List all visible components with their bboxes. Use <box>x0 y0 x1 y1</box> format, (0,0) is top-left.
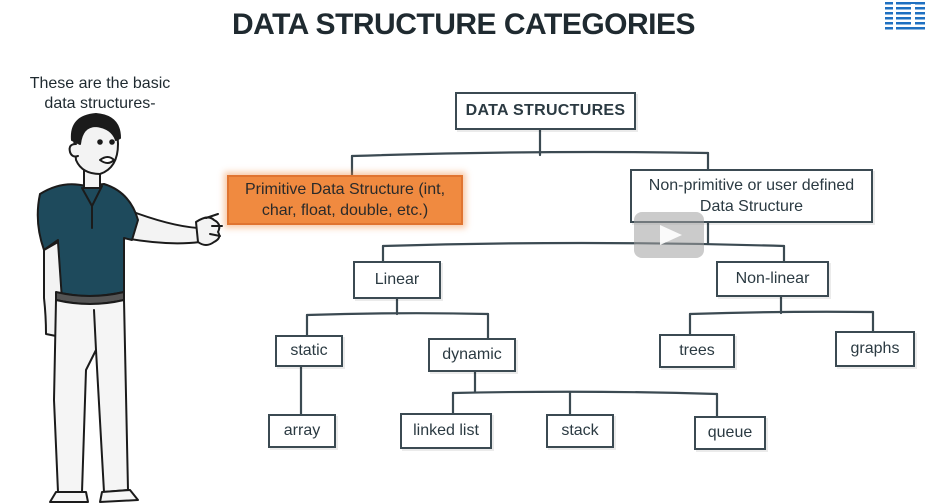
node-graphs: graphs <box>835 331 915 367</box>
connector-level3-bar <box>305 312 490 317</box>
presenter-illustration <box>36 113 223 503</box>
node-non-primitive: Non-primitive or user defined Data Struc… <box>630 169 873 223</box>
node-linked-list: linked list <box>400 413 492 449</box>
node-dynamic: dynamic <box>428 338 516 372</box>
page-title: DATA STRUCTURE CATEGORIES <box>231 8 696 41</box>
connector-level1-bar <box>350 150 710 158</box>
node-primitive: Primitive Data Structure (int, char, flo… <box>227 175 463 225</box>
node-data-structures: DATA STRUCTURES <box>455 92 636 130</box>
ibm-logo <box>885 0 925 34</box>
speech-text: These are the basic data structures- <box>29 75 171 112</box>
connector-level3b-bar <box>688 310 875 316</box>
node-static: static <box>275 335 343 367</box>
node-stack: stack <box>546 414 614 448</box>
node-linear: Linear <box>353 261 441 299</box>
node-trees: trees <box>659 334 735 368</box>
node-queue: queue <box>694 416 766 450</box>
play-button[interactable] <box>634 212 704 258</box>
connector-level2-bar <box>381 241 786 248</box>
play-icon <box>660 225 682 245</box>
connector-level4-bar <box>451 390 719 396</box>
node-array: array <box>268 414 336 448</box>
node-non-linear: Non-linear <box>716 261 829 297</box>
